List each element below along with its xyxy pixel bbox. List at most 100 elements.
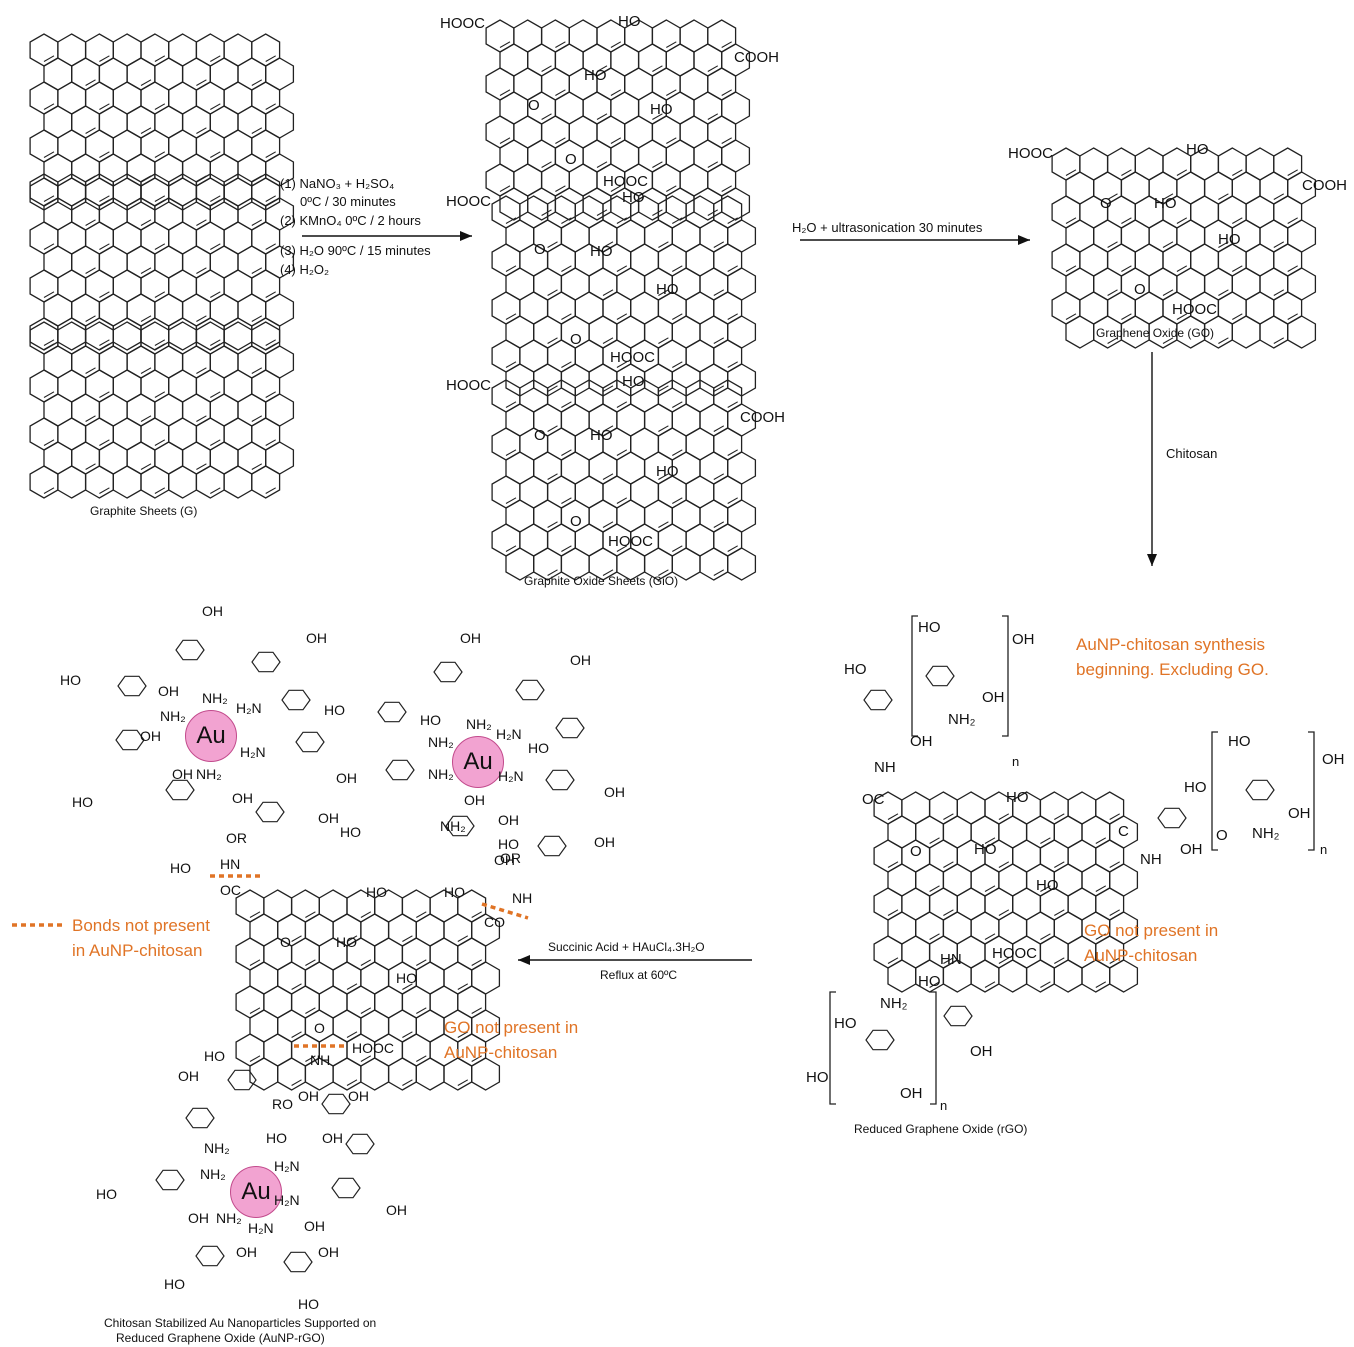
cluster2-ho-1: HO [324, 702, 345, 718]
carbon-ring [1079, 291, 1109, 325]
double-bond [99, 391, 110, 398]
carbon-ring [304, 913, 334, 947]
double-bond [1109, 909, 1120, 916]
double-bond [305, 1007, 316, 1014]
double-bond [210, 439, 221, 446]
carbon-ring [671, 315, 701, 349]
carbon-ring [168, 81, 198, 115]
carbon-ring [223, 177, 253, 211]
double-bond [616, 265, 628, 272]
cluster2-ho-4: HO [340, 824, 361, 840]
double-bond [265, 195, 276, 202]
carbon-ring [249, 961, 279, 995]
gox-ho-right: HO [1218, 231, 1241, 248]
cluster1-ho-3: HO [170, 860, 191, 876]
double-bond [402, 983, 413, 990]
double-bond [1273, 337, 1285, 344]
double-bond [140, 315, 152, 322]
cluster1-nh2-2: NH₂ [160, 708, 186, 724]
rgo-ho-top: HO [1006, 789, 1029, 806]
graphene-oxide-sheet [1051, 147, 1317, 349]
gox-o-epoxide: O [1100, 195, 1112, 212]
double-bond [85, 127, 96, 134]
carbon-ring [1176, 219, 1206, 253]
double-bond [43, 339, 55, 346]
carbon-ring [1287, 315, 1317, 349]
chitosan-sugar-ring [345, 1133, 375, 1155]
double-bond [658, 289, 669, 296]
double-bond [602, 521, 614, 528]
carbon-ring [499, 91, 529, 125]
carbon-ring [630, 427, 660, 461]
double-bond [457, 1031, 469, 1038]
double-bond [721, 185, 732, 192]
double-bond [707, 65, 719, 72]
label-graphene-oxide: Graphene Oxide (GO) [1096, 326, 1215, 340]
double-bond [305, 911, 316, 918]
double-bond [561, 313, 572, 320]
carbon-ring [168, 33, 198, 67]
double-bond [196, 219, 207, 226]
aunp-rgo-o-bottom: O [314, 1020, 325, 1036]
double-bond [713, 241, 725, 248]
carbon-ring [168, 465, 198, 499]
bond-marker-2 [481, 902, 529, 920]
carbon-ring [574, 291, 604, 325]
carbon-ring [942, 911, 972, 945]
aunp-rgo-hooc: HOOC [352, 1040, 394, 1056]
carbon-ring [624, 67, 654, 101]
double-bond [1107, 289, 1118, 296]
rgo-ho-right: HO [1036, 877, 1059, 894]
double-bond [416, 911, 427, 918]
double-bond [727, 217, 738, 224]
carbon-ring [1287, 267, 1317, 301]
carbon-ring [998, 959, 1028, 993]
double-bond [43, 195, 55, 202]
double-bond [265, 391, 276, 398]
double-bond [652, 209, 663, 216]
double-bond [652, 65, 663, 72]
double-bond [251, 79, 263, 86]
carbon-ring [249, 913, 279, 947]
chitosan-sugar-ring [195, 1245, 225, 1267]
double-bond [251, 315, 263, 322]
carbon-ring [168, 269, 198, 303]
double-bond [672, 217, 683, 224]
double-bond [1107, 241, 1118, 248]
carbon-ring [1176, 267, 1206, 301]
carbon-ring [568, 163, 598, 197]
double-bond [249, 1055, 261, 1062]
go1-hooc: HOOC [440, 15, 485, 32]
go2-ho-mid: HO [590, 243, 613, 260]
carbon-ring [1120, 219, 1150, 253]
double-bond [210, 151, 221, 158]
double-bond [943, 813, 954, 820]
double-bond [887, 861, 899, 868]
carbon-ring [57, 173, 87, 207]
carbon-ring [57, 81, 87, 115]
carbon-ring [43, 57, 73, 91]
double-bond [658, 521, 669, 528]
rgo-top-oh-2: OH [982, 689, 1005, 706]
carbon-ring [209, 57, 239, 91]
cluster2-or: OR [500, 850, 521, 866]
double-bond [210, 55, 221, 62]
carbon-ring [98, 245, 128, 279]
double-bond [602, 385, 614, 392]
double-bond [1040, 981, 1051, 988]
rgo-top-nh2: NH₂ [948, 711, 976, 728]
carbon-ring [513, 67, 543, 101]
double-bond [210, 103, 221, 110]
double-bond [610, 41, 622, 48]
carbon-ring [154, 153, 184, 187]
double-bond [471, 1055, 482, 1062]
double-bond [196, 415, 207, 422]
gox-hooc: HOOC [1008, 145, 1053, 162]
double-bond [943, 861, 954, 868]
go1-hooc-bottom: HOOC [603, 173, 648, 190]
carbon-ring [112, 129, 142, 163]
carbon-ring [574, 195, 604, 229]
double-bond [602, 425, 614, 432]
cluster1-oh-6: OH [232, 790, 253, 806]
carbon-ring [721, 91, 751, 125]
